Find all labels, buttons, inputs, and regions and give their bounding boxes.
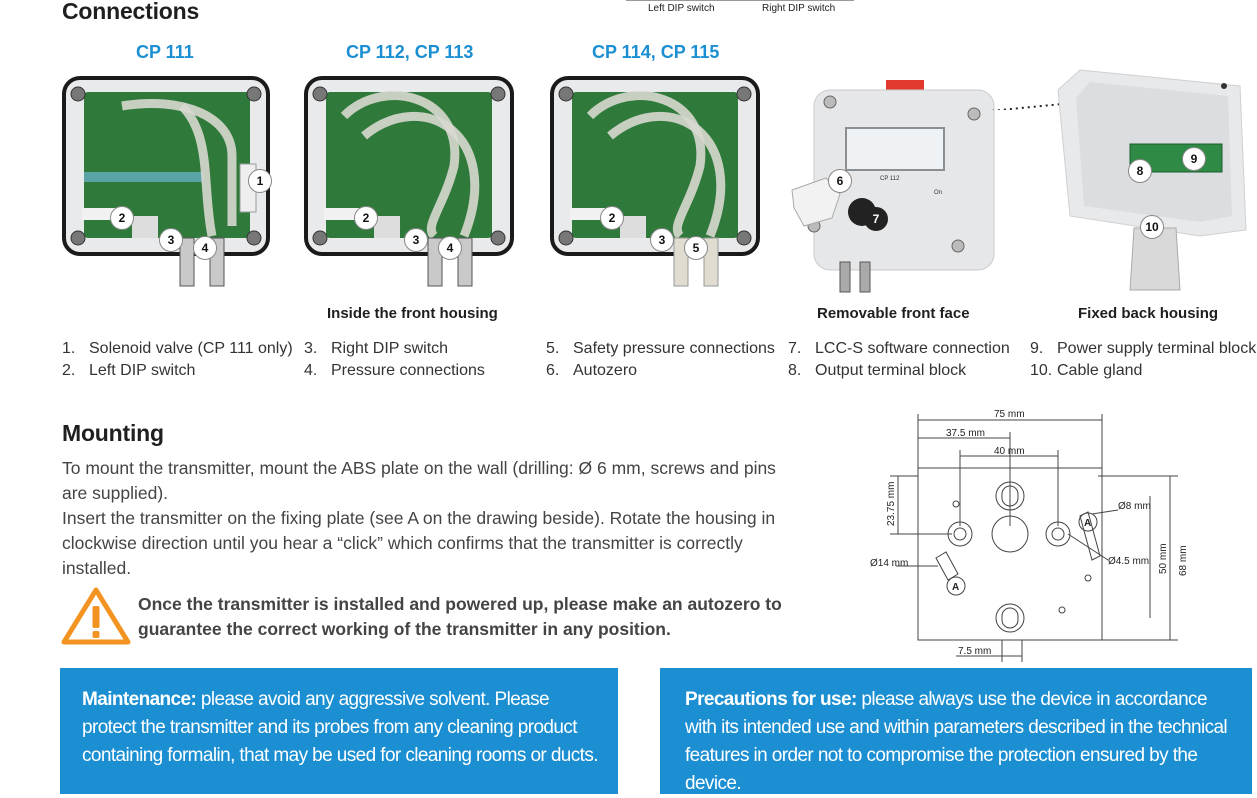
mounting-paragraph-2: Insert the transmitter on the fixing pla… <box>62 508 776 578</box>
dim-23-75mm: 23.75 mm <box>886 482 897 526</box>
dim-75mm: 75 mm <box>994 409 1025 420</box>
dim-4-5mm: Ø4.5 mm <box>1108 556 1149 567</box>
front-face-photo: CP 112 On 6 7 <box>784 78 1000 294</box>
device-on-text: On <box>934 190 942 196</box>
legend-item: 8.Output terminal block <box>788 362 967 379</box>
marker-10: 10 <box>1140 215 1164 239</box>
mounting-paragraph-1: To mount the transmitter, mount the ABS … <box>62 458 776 503</box>
marker-2: 2 <box>354 206 378 230</box>
back-housing-illustration <box>1057 69 1247 291</box>
warning-text: Once the transmitter is installed and po… <box>138 594 782 639</box>
precautions-box: Precautions for use: please always use t… <box>660 668 1252 794</box>
marker-3: 3 <box>650 228 674 252</box>
cp111-inside-photo: 1 2 3 4 <box>62 76 272 292</box>
dim-8mm: Ø8 mm <box>1118 501 1151 512</box>
dim-40mm: 40 mm <box>994 446 1025 457</box>
caption-inside-front-housing: Inside the front housing <box>327 305 498 322</box>
marker-2: 2 <box>110 206 134 230</box>
legend-item: 2.Left DIP switch <box>62 362 196 379</box>
marker-2: 2 <box>600 206 624 230</box>
front-face-illustration: CP 112 On <box>791 80 995 293</box>
precautions-text: please always use the device in accordan… <box>685 689 1228 794</box>
marker-7: 7 <box>864 207 888 231</box>
legend-item: 6.Autozero <box>546 362 638 379</box>
top-right-dip-label: Right DIP switch <box>762 3 836 14</box>
connections-title: Connections <box>62 0 200 24</box>
legend-col-4: 7.LCC-S software connection 8.Output ter… <box>788 338 1010 382</box>
legend-col-2: 3.Right DIP switch 4.Pressure connection… <box>304 338 485 382</box>
marker-4: 4 <box>193 236 217 260</box>
maintenance-label: Maintenance: <box>82 689 197 710</box>
marker-5: 5 <box>684 236 708 260</box>
marker-8: 8 <box>1128 159 1152 183</box>
legend-item: 1.Solenoid valve (CP 111 only) <box>62 340 293 357</box>
warning-triangle-icon <box>61 587 131 645</box>
cp112-inside-photo: 2 3 4 <box>304 76 514 292</box>
drawing-marker-a: A <box>1084 518 1091 529</box>
maintenance-box: Maintenance: please avoid any aggressive… <box>60 668 618 794</box>
dim-37-5mm: 37.5 mm <box>946 428 985 439</box>
cp111-pcb-illustration <box>62 76 270 287</box>
marker-3: 3 <box>404 228 428 252</box>
mounting-title: Mounting <box>62 420 164 446</box>
precautions-label: Precautions for use: <box>685 689 857 710</box>
model-cp111: CP 111 <box>136 42 194 62</box>
top-left-dip-label: Left DIP switch <box>648 3 715 14</box>
legend-item: 9.Power supply terminal block <box>1030 340 1257 357</box>
marker-4: 4 <box>438 236 462 260</box>
back-housing-photo: 8 9 10 <box>1050 60 1250 296</box>
dim-50mm: 50 mm <box>1158 543 1169 574</box>
legend-item: 10.Cable gland <box>1030 362 1143 379</box>
legend-item: 4.Pressure connections <box>304 362 485 379</box>
cp114-inside-photo: 2 3 5 <box>550 76 760 292</box>
dim-68mm: 68 mm <box>1178 545 1189 576</box>
legend-col-1: 1.Solenoid valve (CP 111 only) 2.Left DI… <box>62 338 293 382</box>
legend-item: 5.Safety pressure connections <box>546 340 775 357</box>
cp114-pcb-illustration <box>550 76 760 287</box>
dim-14mm: Ø14 mm <box>870 558 908 569</box>
model-cp112-113: CP 112, CP 113 <box>346 42 474 62</box>
top-divider-line <box>626 0 854 1</box>
caption-removable-front-face: Removable front face <box>817 305 970 322</box>
marker-1: 1 <box>248 169 272 193</box>
cp112-pcb-illustration <box>304 76 514 287</box>
legend-col-5: 9.Power supply terminal block 10.Cable g… <box>1030 338 1256 382</box>
marker-6: 6 <box>828 169 852 193</box>
marker-3: 3 <box>159 228 183 252</box>
mounting-plate-drawing: 75 mm 37.5 mm 40 mm 23.75 mm Ø8 mm Ø14 m… <box>870 409 1189 662</box>
maintenance-text: please avoid any aggressive solvent. Ple… <box>82 689 599 766</box>
drawing-marker-a: A <box>952 582 959 593</box>
legend-item: 7.LCC-S software connection <box>788 340 1010 357</box>
model-cp114-115: CP 114, CP 115 <box>592 42 720 62</box>
device-model-text: CP 112 <box>880 176 900 182</box>
marker-9: 9 <box>1182 147 1206 171</box>
legend-col-3: 5.Safety pressure connections 6.Autozero <box>546 338 775 382</box>
legend-item: 3.Right DIP switch <box>304 340 449 357</box>
dim-7-5mm: 7.5 mm <box>958 646 991 657</box>
caption-fixed-back-housing: Fixed back housing <box>1078 305 1219 322</box>
